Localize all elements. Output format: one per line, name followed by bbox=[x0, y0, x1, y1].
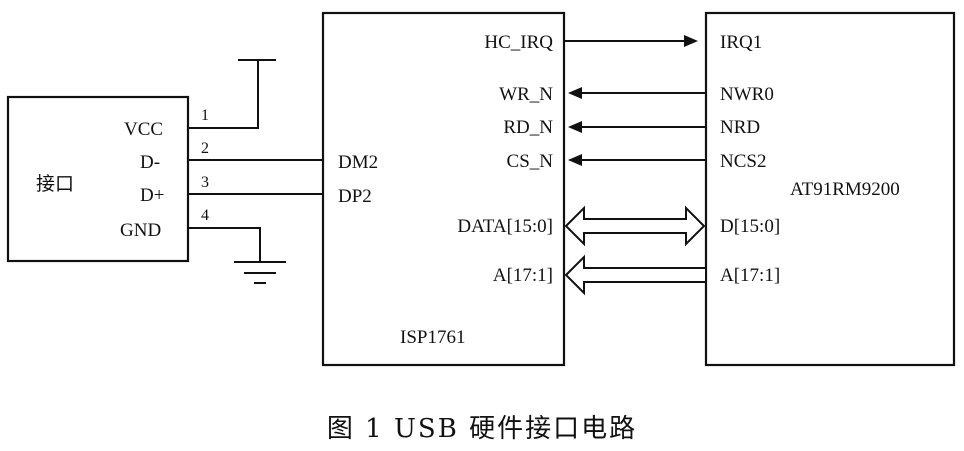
pin-number-3: 3 bbox=[201, 174, 209, 191]
gnd-wire bbox=[188, 227, 261, 262]
rd-signal-arrow bbox=[568, 121, 706, 133]
ground-icon bbox=[234, 261, 286, 284]
isp-pin-data: DATA[15:0] bbox=[457, 216, 553, 237]
connector-pin-dplus: D+ bbox=[140, 185, 164, 206]
connector-pin-vcc: VCC bbox=[124, 119, 163, 140]
connector-pin-dminus: D- bbox=[140, 152, 160, 173]
mcu-pin-d: D[15:0] bbox=[720, 216, 780, 237]
irq-signal-arrow bbox=[564, 35, 698, 47]
address-bus-arrow bbox=[564, 254, 707, 296]
isp-pin-addr: A[17:1] bbox=[493, 265, 553, 286]
mcu-pin-irq1: IRQ1 bbox=[720, 32, 762, 53]
mcu-pin-nwr0: NWR0 bbox=[720, 84, 774, 105]
isp-pin-dp2: DP2 bbox=[338, 186, 372, 207]
connector-name: 接口 bbox=[36, 173, 74, 195]
data-bus-bidirectional-arrow bbox=[564, 205, 706, 247]
wr-signal-arrow bbox=[568, 87, 706, 99]
connector-pin-gnd: GND bbox=[120, 220, 161, 241]
isp-chip-name: ISP1761 bbox=[400, 327, 465, 348]
mcu-pin-nrd: NRD bbox=[720, 117, 760, 138]
figure-caption: 图 1 USB 硬件接口电路 bbox=[327, 414, 637, 444]
isp-pin-cs-n: CS_N bbox=[507, 151, 554, 172]
pin-number-2: 2 bbox=[201, 140, 209, 157]
isp-pin-dm2: DM2 bbox=[338, 152, 378, 173]
mcu-pin-ncs2: NCS2 bbox=[720, 151, 766, 172]
isp1761-box bbox=[321, 11, 566, 367]
isp-pin-wr-n: WR_N bbox=[499, 84, 553, 105]
connector-box bbox=[6, 95, 190, 263]
isp-pin-rd-n: RD_N bbox=[503, 117, 553, 138]
isp-pin-hc-irq: HC_IRQ bbox=[484, 32, 553, 53]
at91rm9200-box bbox=[704, 11, 956, 367]
pin-number-4: 4 bbox=[201, 207, 209, 224]
pin-number-1: 1 bbox=[201, 107, 209, 124]
mcu-pin-a: A[17:1] bbox=[720, 265, 780, 286]
vcc-wire bbox=[188, 60, 259, 129]
cs-signal-arrow bbox=[568, 154, 706, 166]
mcu-chip-name: AT91RM9200 bbox=[790, 179, 900, 200]
